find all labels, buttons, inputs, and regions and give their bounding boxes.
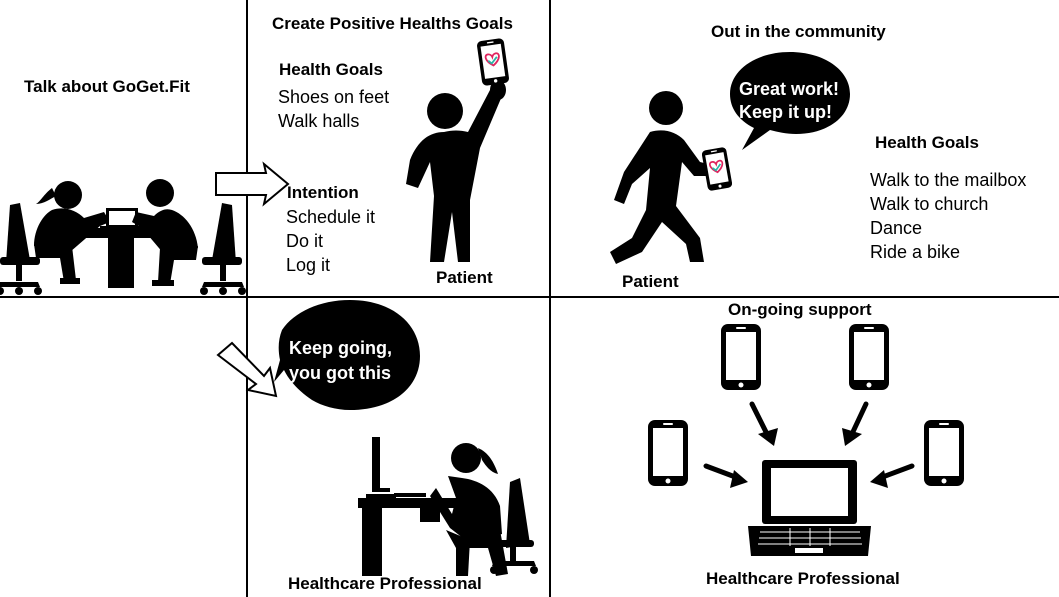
professional-at-computer-illustration [358,437,538,576]
arrow-down-right-icon [216,341,278,398]
health-goals-heading: Health Goals [875,133,979,152]
phone-icon [924,420,964,486]
speech-bubble-keep-going [274,300,420,410]
bubble-text-line: Keep going, [289,338,392,358]
phone-icon [648,420,688,486]
arrow-right-icon [730,470,748,488]
bubble-text-line: Great work! [739,79,840,99]
intention-item: Log it [286,255,331,275]
health-goals-heading: Health Goals [279,60,383,79]
health-goal-item: Walk to church [870,194,989,214]
healthcare-professional-label: Healthcare Professional [706,569,900,588]
walking-patient-illustration [610,91,733,264]
patient-label: Patient [622,272,679,291]
health-goal-item: Walk to the mailbox [870,170,1027,190]
healthcare-professional-label: Healthcare Professional [288,574,482,593]
intention-item: Schedule it [286,207,376,227]
arrow-left-icon [870,470,888,488]
intention-item: Do it [286,231,324,251]
arrow-down-icon [758,428,778,446]
health-goal-item: Walk halls [278,111,360,131]
support-network-illustration [648,324,964,556]
meeting-illustration [0,179,246,295]
laptop-icon [748,460,871,556]
phone-icon [849,324,889,390]
patient-label: Patient [436,268,493,287]
health-goal-item: Ride a bike [870,242,961,262]
health-goal-item: Dance [870,218,923,238]
panel-talk-title: Talk about GoGet.Fit [24,77,190,96]
bubble-text-line: Keep it up! [739,102,832,122]
speech-bubble-great-work [730,52,850,150]
panel-community-title: Out in the community [711,22,886,41]
patient-raising-phone-illustration [406,37,510,262]
arrow-right-icon [215,161,290,207]
bubble-text-line: you got this [289,363,391,383]
panel-create-title: Create Positive Healths Goals [272,14,513,33]
phone-icon [721,324,761,390]
health-goal-item: Shoes on feet [278,87,390,107]
panel-support-title: On-going support [728,300,872,319]
intention-heading: Intention [287,183,359,202]
arrow-down-icon [842,428,862,446]
